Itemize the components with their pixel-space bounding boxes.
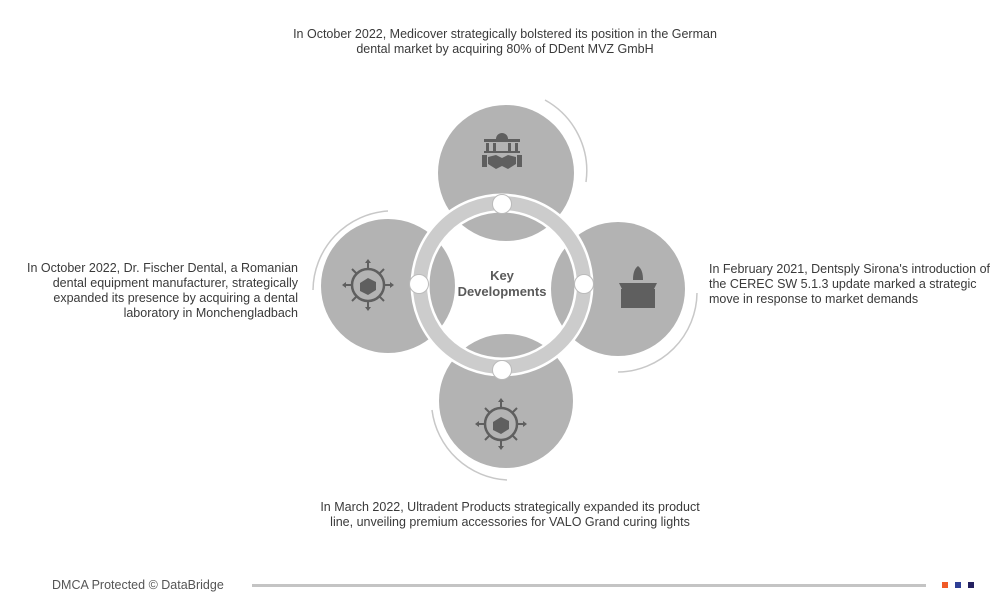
ring-node-left — [409, 274, 429, 294]
brand-square-navy — [968, 582, 974, 588]
footer-divider — [252, 584, 926, 587]
ring-node-right — [574, 274, 594, 294]
decorative-arc-left — [312, 210, 389, 291]
product-launch-rocket-icon — [619, 266, 657, 308]
development-text-left: In October 2022, Dr. Fischer Dental, a R… — [27, 261, 298, 320]
decorative-arc-right — [617, 292, 698, 373]
brand-square-blue — [955, 582, 961, 588]
development-text-right: In February 2021, Dentsply Sirona's intr… — [709, 262, 991, 306]
development-text-top: In October 2022, Medicover strategically… — [293, 27, 717, 56]
decorative-arc-bottom — [431, 409, 508, 481]
brand-square-orange — [942, 582, 948, 588]
ring-node-top — [492, 194, 512, 214]
acquisition-handshake-icon — [482, 133, 522, 169]
development-text-bottom: In March 2022, Ultradent Products strate… — [320, 500, 700, 529]
ring-node-bottom — [492, 360, 512, 380]
decorative-arc-top — [544, 99, 588, 183]
footer-copyright: DMCA Protected © DataBridge — [52, 578, 224, 592]
